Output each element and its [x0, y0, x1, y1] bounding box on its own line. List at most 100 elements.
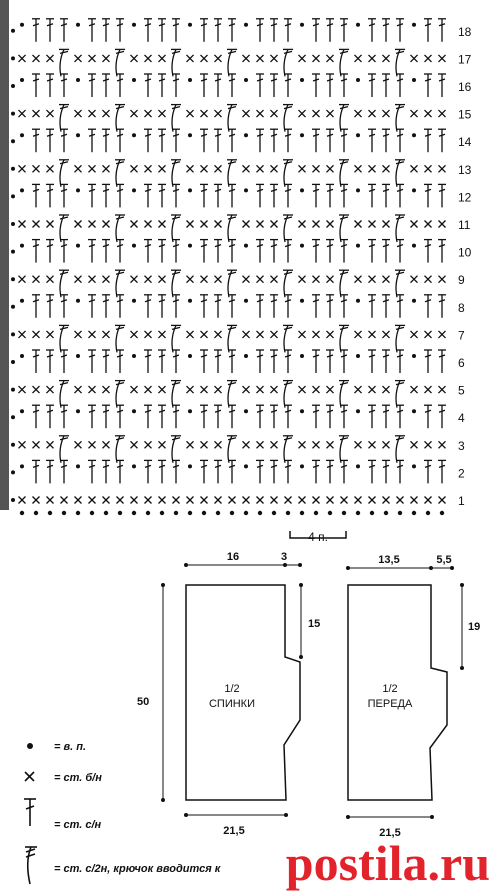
back-dim-top-right: 3: [281, 551, 287, 563]
single-crochet-mark: [368, 109, 376, 118]
single-crochet-mark: [200, 275, 208, 284]
double-crochet-mark: [396, 238, 404, 263]
chain-dot: [356, 188, 360, 193]
double-crochet-mark: [60, 404, 68, 429]
chain-dot: [76, 409, 80, 414]
chain-dot: [11, 360, 15, 364]
chain-dot: [327, 510, 333, 516]
half-double-crochet-mark: [283, 435, 293, 463]
chain-dot: [11, 139, 15, 144]
single-crochet-mark: [32, 385, 40, 394]
double-crochet-mark: [256, 404, 264, 429]
single-crochet-mark: [256, 109, 264, 118]
double-crochet-mark: [46, 404, 54, 429]
chain-dot: [355, 510, 361, 516]
legend-text-half-double-crochet: = ст. с/2н, крючок вводится к: [54, 863, 222, 875]
half-double-crochet-mark: [59, 214, 69, 243]
chain-dot: [20, 133, 24, 138]
chain-dot: [132, 188, 136, 193]
single-crochet-mark: [312, 54, 320, 63]
double-crochet-mark: [438, 18, 446, 42]
double-crochet-mark: [270, 183, 278, 208]
chain-dot: [11, 415, 15, 420]
double-crochet-mark: [200, 349, 208, 373]
double-crochet-mark: [158, 18, 166, 42]
half-double-crochet-mark: [171, 269, 181, 298]
single-crochet-mark: [32, 275, 40, 284]
single-crochet-mark: [312, 330, 320, 339]
half-double-crochet-mark: [395, 48, 405, 77]
single-crochet-mark: [186, 109, 194, 118]
single-crochet-mark: [270, 330, 278, 339]
single-crochet-mark: [32, 164, 40, 173]
chain-dot: [20, 243, 24, 248]
double-crochet-mark: [88, 294, 96, 318]
double-crochet-mark: [256, 18, 264, 42]
half-double-crochet-mark: [339, 435, 349, 463]
single-crochet-mark: [88, 220, 96, 228]
half-double-crochet-mark: [339, 159, 349, 187]
double-crochet-mark: [46, 459, 54, 484]
double-crochet-mark: [60, 183, 68, 208]
double-crochet-mark: [326, 459, 334, 484]
row-number: 7: [458, 328, 465, 342]
double-crochet-mark: [396, 459, 404, 484]
double-crochet-mark: [32, 349, 40, 373]
half-double-crochet-mark: [115, 214, 125, 243]
double-crochet-mark: [270, 238, 278, 263]
double-crochet-mark: [102, 18, 110, 42]
chain-dot: [412, 188, 416, 193]
chain-dot: [76, 133, 80, 138]
single-crochet-mark: [284, 496, 292, 504]
half-double-crochet-mark: [115, 435, 125, 463]
single-crochet-mark: [396, 496, 404, 504]
double-crochet-mark: [46, 73, 54, 97]
half-double-crochet-mark: [283, 379, 293, 408]
single-crochet-mark: [88, 385, 96, 394]
double-crochet-mark: [312, 238, 320, 263]
double-crochet-mark: [424, 73, 432, 97]
single-crochet-mark: [130, 496, 138, 504]
half-double-crochet-mark: [59, 103, 69, 132]
single-crochet-mark: [424, 54, 432, 63]
chain-dot: [132, 354, 136, 358]
double-crochet-mark: [256, 459, 264, 484]
chain-dot: [11, 56, 15, 61]
double-crochet-mark: [116, 294, 124, 318]
single-crochet-mark: [228, 496, 236, 504]
double-crochet-mark: [32, 73, 40, 97]
double-crochet-mark: [214, 18, 222, 42]
single-crochet-mark: [410, 54, 418, 63]
double-crochet-mark: [326, 73, 334, 97]
single-crochet-mark: [102, 164, 110, 173]
double-crochet-mark: [312, 294, 320, 318]
double-crochet-mark: [88, 18, 96, 42]
double-crochet-mark: [382, 459, 390, 484]
double-crochet-mark: [116, 459, 124, 484]
chain-dot: [412, 78, 416, 82]
front-label-line2: ПЕРЕДА: [368, 698, 413, 710]
double-crochet-mark: [270, 349, 278, 373]
double-crochet-mark: [340, 73, 348, 97]
single-crochet-mark: [18, 54, 26, 63]
single-crochet-mark: [116, 496, 124, 504]
row-number: 10: [458, 246, 472, 260]
front-dim-top: 13,5: [378, 554, 399, 566]
double-crochet-mark: [326, 238, 334, 263]
single-crochet-mark: [270, 164, 278, 173]
single-crochet-mark: [438, 164, 446, 173]
double-crochet-mark: [144, 459, 152, 484]
double-crochet-mark: [46, 18, 54, 42]
double-crochet-mark: [424, 294, 432, 318]
chain-dot: [20, 78, 24, 82]
half-double-crochet-mark: [339, 48, 349, 77]
chain-dot: [383, 510, 389, 516]
chain-dot: [412, 243, 416, 248]
single-crochet-mark: [424, 109, 432, 118]
double-crochet-mark: [424, 404, 432, 429]
single-crochet-mark: [382, 440, 390, 449]
double-crochet-mark: [172, 238, 180, 263]
chain-dot: [145, 510, 151, 516]
half-double-crochet-mark: [283, 159, 293, 187]
